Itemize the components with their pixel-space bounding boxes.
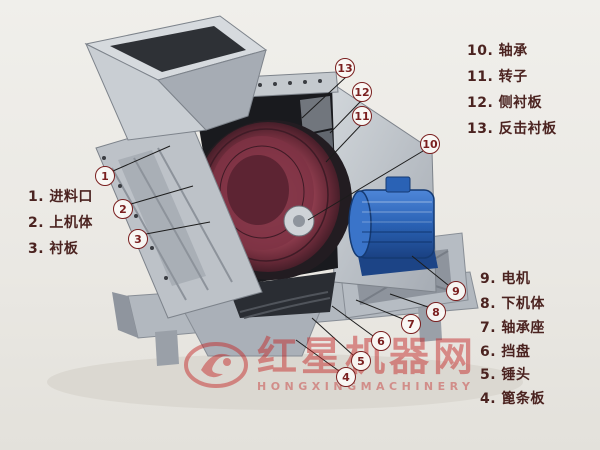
callout-4: 4: [336, 367, 356, 387]
label-motor: 9. 电机: [480, 271, 531, 287]
callout-3: 3: [128, 229, 148, 249]
leader-lines: [112, 76, 449, 372]
label-side-liner: 12. 侧衬板: [467, 95, 543, 111]
rotor: [192, 120, 352, 280]
label-upper-body: 2. 上机体: [28, 215, 93, 231]
motor: [348, 176, 438, 276]
callout-7: 7: [401, 314, 421, 334]
callout-1: 1: [95, 166, 115, 186]
label-liner-plate: 3. 衬板: [28, 241, 79, 257]
label-bearing: 10. 轴承: [467, 43, 528, 59]
callout-12: 12: [352, 82, 372, 102]
callout-10: 10: [420, 134, 440, 154]
callout-13: 13: [335, 58, 355, 78]
label-rotor: 11. 转子: [467, 69, 528, 85]
label-hammer-head: 5. 锤头: [480, 367, 531, 383]
label-grate-plate: 4. 篦条板: [480, 391, 545, 407]
callout-6: 6: [371, 331, 391, 351]
callout-9: 9: [446, 281, 466, 301]
hopper-feed-inlet: [84, 15, 268, 141]
label-baffle-disc: 6. 挡盘: [480, 344, 531, 360]
label-feed-inlet: 1. 进料口: [28, 189, 93, 205]
callout-2: 2: [113, 199, 133, 219]
label-bearing-seat: 7. 轴承座: [480, 320, 545, 336]
ground-shadow: [47, 354, 523, 410]
label-impact-liner: 13. 反击衬板: [467, 121, 557, 137]
callout-5: 5: [351, 351, 371, 371]
callout-11: 11: [352, 106, 372, 126]
label-lower-body: 8. 下机体: [480, 296, 545, 312]
callout-8: 8: [426, 302, 446, 322]
